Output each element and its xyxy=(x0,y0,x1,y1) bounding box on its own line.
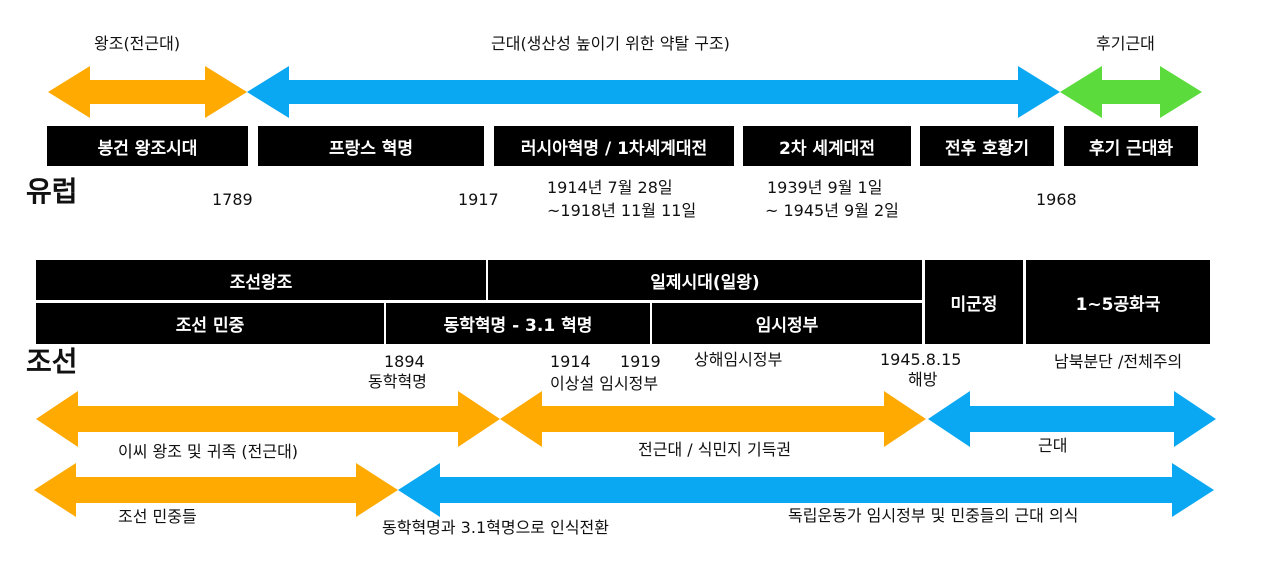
label-shanghai-government: 상해임시정부 xyxy=(694,350,783,369)
box-feudal-dynasty: 봉건 왕조시대 xyxy=(47,126,248,166)
box-us-military-government: 미군정 xyxy=(925,260,1023,344)
year-1914: 1914 xyxy=(550,352,591,371)
box-french-revolution: 프랑스 혁명 xyxy=(258,126,484,166)
label-donghak: 동학혁명 xyxy=(368,372,427,391)
arrow-label-modern-consciousness: 독립운동가 임시정부 및 민중들의 근대 의식 xyxy=(788,506,1079,525)
arrow-label-yi-dynasty-nobility: 이씨 왕조 및 귀족 (전근대) xyxy=(118,442,299,461)
year-liberation-date: 1945.8.15 xyxy=(880,350,962,369)
box-republics: 1~5공화국 xyxy=(1026,260,1210,344)
joseon-awareness-arrow xyxy=(398,463,1214,517)
europe-modern-arrow xyxy=(247,66,1060,118)
joseon-colonial-arrow xyxy=(500,391,926,447)
year-1789: 1789 xyxy=(212,190,253,209)
region-label-europe: 유럽 xyxy=(26,175,78,208)
box-russian-revolution-ww1: 러시아혁명 / 1차세계대전 xyxy=(494,126,734,166)
joseon-modern-arrow xyxy=(928,391,1216,447)
label-liberation: 해방 xyxy=(908,370,938,389)
arrow-label-joseon-people: 조선 민중들 xyxy=(118,507,197,526)
year-1917: 1917 xyxy=(458,190,499,209)
label-division-totalitarianism: 남북분단 /전체주의 xyxy=(1054,352,1183,371)
year-ww1-start: 1914년 7월 28일 xyxy=(547,178,673,197)
arrow-label-colonial-vested: 전근대 / 식민지 기득권 xyxy=(638,440,792,459)
arrow-label-joseon-modern: 근대 xyxy=(1038,436,1068,455)
label-lee-sangseol-government: 이상설 임시정부 xyxy=(550,374,659,393)
year-1968: 1968 xyxy=(1036,190,1077,209)
box-provisional-government: 임시정부 xyxy=(652,303,922,344)
arrow-label-late-modern: 후기근대 xyxy=(1096,34,1155,53)
year-1919: 1919 xyxy=(620,352,661,371)
arrow-label-dynasty: 왕조(전근대) xyxy=(94,34,181,53)
year-ww2-end: ~ 1945년 9월 2일 xyxy=(765,201,899,220)
box-japanese-rule: 일제시대(일왕) xyxy=(488,260,922,300)
year-1894: 1894 xyxy=(384,352,425,371)
arrow-label-awareness-shift: 동학혁명과 3.1혁명으로 인식전환 xyxy=(382,518,609,537)
box-joseon-dynasty: 조선왕조 xyxy=(36,260,486,300)
joseon-people-arrow xyxy=(34,463,398,517)
joseon-dynasty-arrow xyxy=(36,391,500,447)
europe-late-modern-arrow xyxy=(1060,66,1202,118)
europe-dynasty-arrow xyxy=(48,66,247,118)
box-ww2: 2차 세계대전 xyxy=(743,126,911,166)
year-ww1-end: ~1918년 11월 11일 xyxy=(547,201,697,220)
region-label-joseon: 조선 xyxy=(26,345,78,378)
year-ww2-start: 1939년 9월 1일 xyxy=(767,178,883,197)
box-joseon-people: 조선 민중 xyxy=(36,303,384,344)
box-postwar-boom: 전후 호황기 xyxy=(920,126,1054,166)
box-late-modernization: 후기 근대화 xyxy=(1064,126,1198,166)
box-donghak-march1: 동학혁명 - 3.1 혁명 xyxy=(386,303,650,344)
arrow-label-modern: 근대(생산성 높이기 위한 약탈 구조) xyxy=(491,34,730,53)
